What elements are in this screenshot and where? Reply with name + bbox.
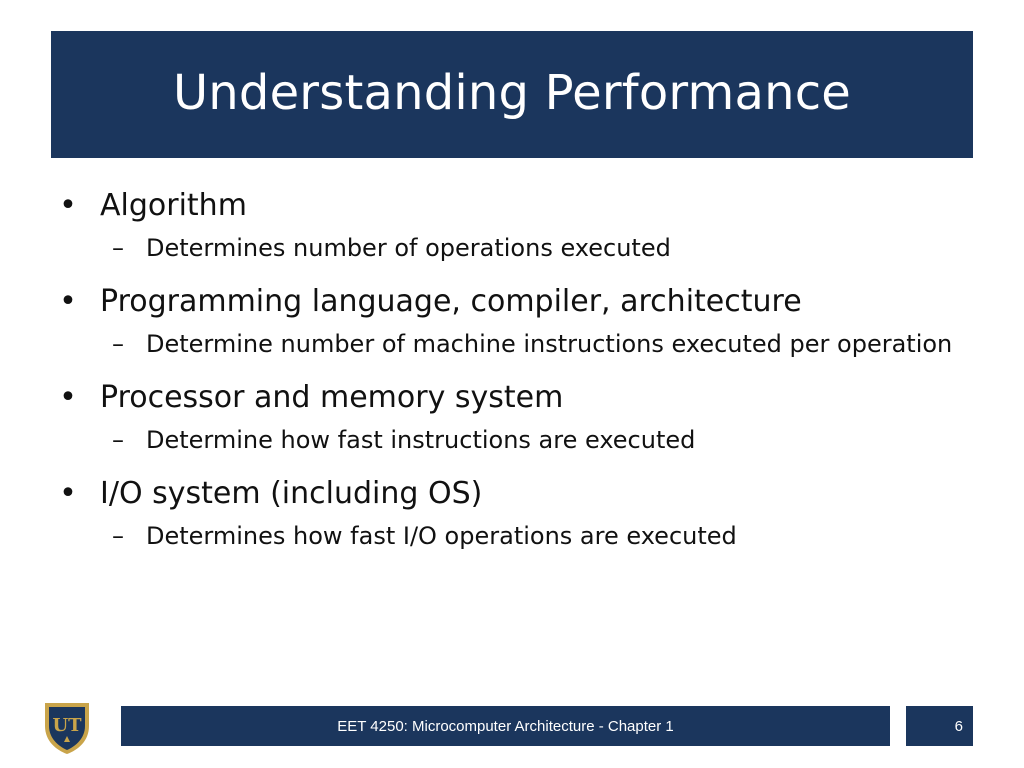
- bullet-label: I/O system (including OS): [100, 476, 483, 511]
- title-bar: Understanding Performance: [51, 31, 973, 158]
- sub-bullet-label: Determine number of machine instructions…: [146, 330, 953, 358]
- sub-bullet-item: – Determine number of machine instructio…: [58, 324, 958, 364]
- bullet-glyph: •: [59, 476, 77, 511]
- bullet-glyph: •: [59, 188, 77, 223]
- slide-title: Understanding Performance: [172, 64, 852, 121]
- bullet-glyph: •: [59, 380, 77, 415]
- bullet-label: Programming language, compiler, architec…: [100, 284, 802, 319]
- page-number-box: 6: [906, 706, 973, 746]
- sub-bullet-item: – Determines how fast I/O operations are…: [58, 516, 958, 556]
- sub-bullet-item: – Determine how fast instructions are ex…: [58, 420, 958, 460]
- sub-bullet-label: Determine how fast instructions are exec…: [146, 426, 696, 454]
- sub-bullet-label: Determines number of operations executed: [146, 234, 671, 262]
- bullet-item: • Processor and memory system: [58, 378, 958, 418]
- university-shield-logo: UT: [42, 700, 92, 756]
- page-number: 6: [954, 717, 963, 735]
- bullet-item: • I/O system (including OS): [58, 474, 958, 514]
- bullet-item: • Algorithm: [58, 186, 958, 226]
- dash-glyph: –: [112, 426, 124, 454]
- shield-icon: UT: [45, 703, 89, 754]
- dash-glyph: –: [112, 522, 124, 550]
- dash-glyph: –: [112, 330, 124, 358]
- footer-course-text: EET 4250: Microcomputer Architecture - C…: [337, 717, 674, 735]
- footer-bar: EET 4250: Microcomputer Architecture - C…: [121, 706, 890, 746]
- bullet-label: Algorithm: [100, 188, 247, 223]
- bullet-list: • Algorithm – Determines number of opera…: [58, 186, 958, 556]
- dash-glyph: –: [112, 234, 124, 262]
- bullet-label: Processor and memory system: [100, 380, 564, 415]
- sub-bullet-item: – Determines number of operations execut…: [58, 228, 958, 268]
- bullet-item: • Programming language, compiler, archit…: [58, 282, 958, 322]
- sub-bullet-label: Determines how fast I/O operations are e…: [146, 522, 737, 550]
- bullet-glyph: •: [59, 284, 77, 319]
- logo-text: UT: [52, 715, 82, 736]
